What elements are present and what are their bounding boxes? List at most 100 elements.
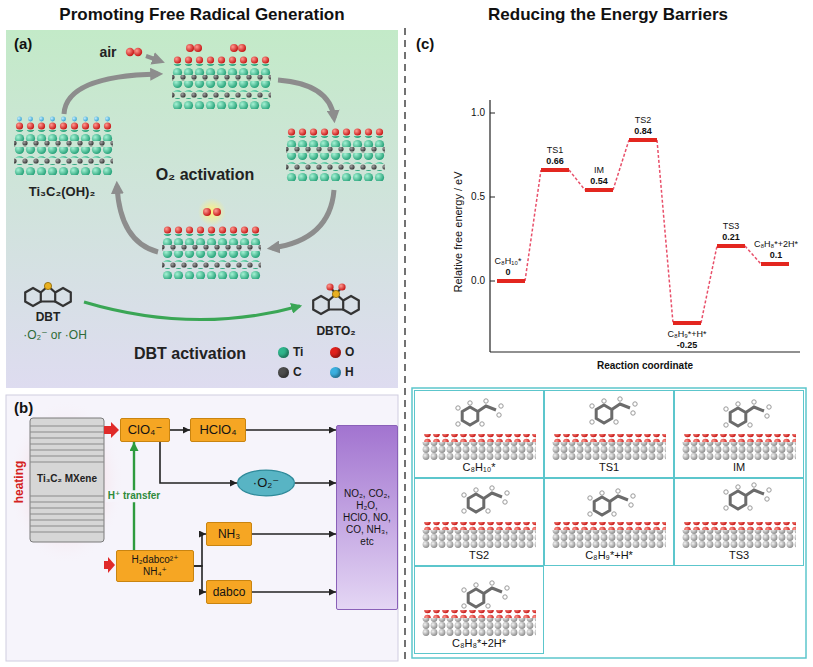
node-text-group: ·O₂⁻ bbox=[253, 475, 279, 491]
axis-tick: 0.0 bbox=[471, 275, 485, 287]
node-text: H₂dabco²⁺ NH₄⁺ bbox=[122, 554, 188, 578]
structure-grid bbox=[422, 581, 536, 636]
panel-a-illustration bbox=[198, 198, 226, 226]
panel-a-illustration bbox=[162, 226, 261, 279]
axis-tick: 0.5 bbox=[471, 191, 485, 203]
structure-grid bbox=[552, 489, 666, 548]
structure-grid bbox=[682, 400, 796, 460]
energy-chart bbox=[489, 100, 490, 352]
panel-a-illustration bbox=[6, 30, 398, 388]
panel-a-illustration bbox=[14, 116, 113, 175]
energy-value: 0.84 bbox=[634, 126, 652, 136]
state-label: TS2 bbox=[635, 115, 652, 125]
annotation: O₂ activation bbox=[156, 166, 255, 184]
energy-value: 0 bbox=[505, 267, 510, 277]
node-text: TS1 bbox=[599, 461, 619, 474]
node-text: HClO₄ bbox=[199, 422, 236, 438]
energy-chart bbox=[497, 140, 789, 323]
structure-grid bbox=[682, 434, 796, 460]
node-text: TS2 bbox=[469, 549, 489, 562]
molecule-label: DBTO₂ bbox=[316, 325, 355, 339]
legend-item: Ti bbox=[278, 344, 303, 360]
structure-grid bbox=[422, 399, 536, 460]
structure-grid bbox=[724, 483, 771, 510]
material-label: Ti₃C₂ MXene bbox=[37, 473, 97, 485]
flow-arrow bbox=[246, 429, 336, 431]
structure-grid bbox=[422, 610, 536, 636]
legend-item: O bbox=[330, 344, 354, 360]
structure-cell: TS3 bbox=[674, 478, 804, 566]
panel-a-illustration bbox=[230, 44, 238, 52]
node-text-group: NH₃ bbox=[218, 527, 240, 541]
structure-cell: C₈H₉*+H* bbox=[544, 478, 674, 566]
panel-b-illustration bbox=[6, 395, 398, 661]
node-text: C₈H₈*+2H* bbox=[452, 637, 506, 650]
node-text-group: IM bbox=[733, 461, 745, 474]
structure-grid bbox=[588, 489, 635, 516]
panel-b-illustration bbox=[30, 426, 104, 532]
legend-text: C bbox=[293, 365, 302, 379]
panel-b-illustration bbox=[104, 557, 115, 573]
axis-tick: 1.0 bbox=[471, 107, 485, 119]
energy-value: 0.66 bbox=[546, 156, 564, 166]
node-text: NH₃ bbox=[218, 527, 240, 541]
panel-a-illustration bbox=[64, 74, 158, 114]
structure-grid bbox=[590, 397, 637, 424]
structure-grid bbox=[682, 522, 796, 548]
structure-grid bbox=[552, 522, 666, 548]
energy-value: 0.1 bbox=[770, 250, 783, 260]
panel-a-illustration bbox=[286, 128, 385, 181]
axis-title: Relative free energy / eV bbox=[452, 171, 465, 292]
structure-grid bbox=[552, 434, 666, 460]
axis-title: Reaction coordinate bbox=[597, 360, 693, 372]
structure-grid bbox=[462, 486, 509, 513]
panel-a-illustration bbox=[313, 283, 359, 314]
flow-arrow bbox=[252, 591, 336, 593]
species-box: H₂dabco²⁺ NH₄⁺ bbox=[116, 550, 194, 582]
panel-a-illustration bbox=[186, 44, 194, 52]
panel-label: (a) bbox=[14, 35, 32, 52]
structure-grid bbox=[462, 581, 509, 608]
node-text-group: dabco bbox=[213, 585, 246, 599]
node-text: NO₂, CO₂, H₂O, HClO, NO, CO, NH₃, etc bbox=[342, 488, 392, 548]
panel-a-illustration bbox=[203, 208, 211, 216]
legend-text: Ti bbox=[293, 345, 303, 359]
state-label: TS1 bbox=[547, 145, 564, 155]
node-text: dabco bbox=[213, 585, 246, 599]
panel-b-illustration bbox=[104, 422, 119, 438]
annotation: air bbox=[99, 44, 116, 60]
flow-arrow bbox=[295, 482, 336, 484]
connector-group bbox=[134, 430, 336, 592]
species-box: NH₃ bbox=[206, 522, 252, 546]
panel-a-illustration bbox=[6, 30, 398, 388]
structure-grid bbox=[682, 483, 796, 548]
panel-a-illustration bbox=[126, 48, 134, 56]
flow-arrow bbox=[160, 442, 237, 483]
node-text-group: NO₂, CO₂, H₂O, HClO, NO, CO, NH₃, etc bbox=[342, 488, 392, 548]
legend-swatch bbox=[278, 367, 289, 378]
structure-grid bbox=[422, 486, 536, 548]
state-label: C₈H₉*+H* bbox=[667, 329, 706, 339]
node-text: IM bbox=[733, 461, 745, 474]
state-label: C₈H₁₀* bbox=[494, 256, 521, 266]
node-text-group: H₂dabco²⁺ NH₄⁺ bbox=[122, 554, 188, 578]
structure-grid bbox=[724, 400, 771, 427]
flow-arrow bbox=[170, 429, 190, 431]
node-text-group: C₈H₈*+2H* bbox=[452, 637, 506, 650]
legend-swatch bbox=[330, 347, 341, 358]
node-text-group: C₈H₁₀* bbox=[462, 461, 495, 474]
energy-value: 0.21 bbox=[722, 232, 740, 242]
edge-label: H⁺ transfer bbox=[106, 490, 163, 502]
annotation: DBT activation bbox=[134, 345, 246, 363]
panel-a-illustration bbox=[172, 56, 271, 109]
ellipse-outline bbox=[238, 470, 295, 496]
legend-swatch bbox=[330, 367, 341, 378]
annotation: heating bbox=[13, 461, 27, 504]
panel-a-illustration bbox=[25, 282, 71, 306]
panel-b-illustration bbox=[8, 400, 124, 564]
panel-a-illustration bbox=[146, 56, 160, 61]
flow-arrow bbox=[252, 533, 336, 535]
panel-a-illustration bbox=[194, 44, 202, 52]
node-text-group: HClO₄ bbox=[199, 422, 236, 438]
